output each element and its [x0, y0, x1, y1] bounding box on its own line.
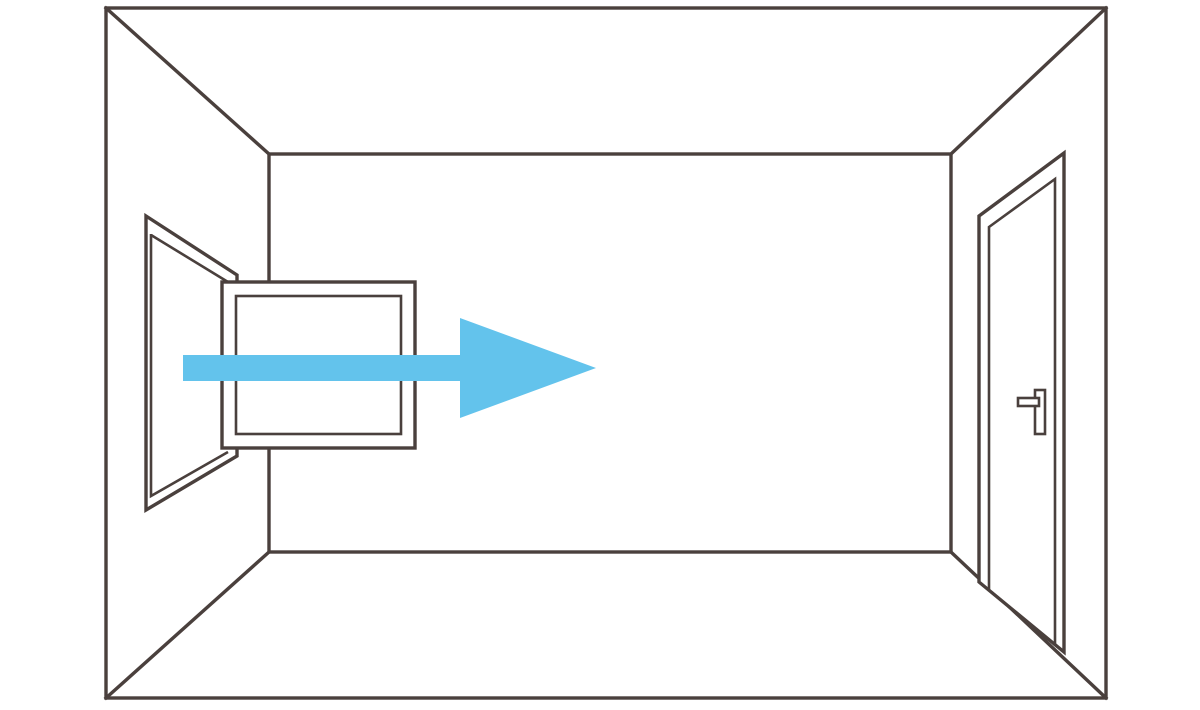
airflow-arrow	[183, 318, 596, 418]
room-outer-frame	[104, 6, 1108, 700]
ceiling-left-edge	[103, 5, 272, 157]
arrow-right-icon	[183, 318, 596, 418]
window-frame-inner-top	[150, 233, 229, 284]
door-handle-icon	[1016, 388, 1047, 436]
door-handle-lever	[1016, 396, 1041, 408]
door-icon	[977, 149, 1066, 656]
ceiling-right-edge	[948, 5, 1109, 157]
floor-right-edge	[948, 549, 1109, 701]
room-outline	[103, 5, 1109, 701]
window-frame-inner-side	[149, 234, 229, 499]
door-leaf	[987, 176, 1057, 648]
door-handle-plate	[1033, 388, 1047, 436]
floor-left-edge	[103, 549, 272, 701]
